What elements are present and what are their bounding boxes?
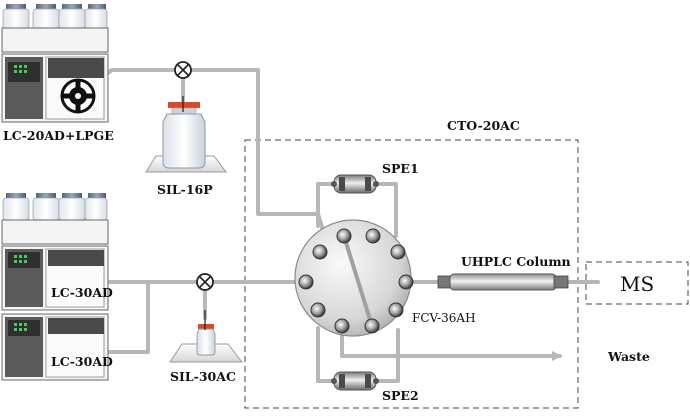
- pump1-label: LC-20AD+LPGE: [3, 128, 114, 143]
- valve-label: FCV-36AH: [412, 311, 476, 325]
- tube-spe2-right: [374, 328, 400, 383]
- solvent-bottles-1: [2, 4, 108, 30]
- tube-spe1-right: [374, 182, 398, 238]
- sampler1-label: SIL-16P: [157, 182, 213, 197]
- tube-pump3-out: [102, 280, 150, 354]
- pump-stack-1: [1, 4, 109, 123]
- gradient-valve-wheel-icon: [60, 78, 96, 114]
- waste-label: Waste: [607, 349, 650, 364]
- ms-detector-box: [585, 261, 689, 305]
- tube-spe1-left: [316, 182, 336, 228]
- sampler-2: [169, 310, 244, 363]
- spe1-label: SPE1: [382, 161, 419, 176]
- ms-label: MS: [620, 272, 654, 296]
- pump2-label: LC-30AD: [51, 285, 113, 300]
- valve-ports: [298, 228, 414, 334]
- switching-valve: [294, 219, 414, 337]
- spe1-cartridge: [331, 174, 379, 194]
- mixer-valve-2-icon: [196, 273, 214, 291]
- tube-waste: [340, 328, 562, 361]
- pump-stack-2: [1, 193, 109, 381]
- sampler2-label: SIL-30AC: [170, 369, 236, 384]
- spe2-label: SPE2: [382, 388, 419, 403]
- solvent-bottles-2: [2, 193, 108, 221]
- tube-spe2-left: [316, 326, 336, 383]
- mixer-valve-1-icon: [174, 61, 192, 79]
- uhplc-column: [437, 273, 569, 291]
- sampler-1: [145, 96, 227, 173]
- column-label: UHPLC Column: [461, 254, 571, 269]
- spe2-cartridge: [331, 371, 379, 391]
- oven-label: CTO-20AC: [447, 118, 520, 133]
- pump3-label: LC-30AD: [51, 354, 113, 369]
